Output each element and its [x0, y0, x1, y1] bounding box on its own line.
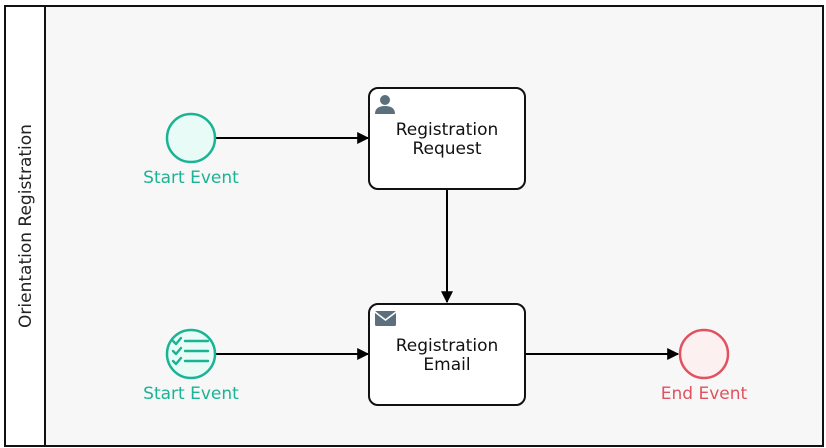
envelope-icon [374, 311, 397, 326]
start-event-bottom-label: Start Event [143, 384, 239, 404]
start-event-top[interactable]: Start Event [143, 112, 239, 188]
task-request-line2: Request [412, 139, 481, 159]
start-event-bottom[interactable]: Start Event [143, 328, 239, 404]
end-event[interactable]: End Event [661, 328, 748, 404]
end-event-label: End Event [661, 384, 748, 404]
start-event-top-label: Start Event [143, 168, 239, 188]
checklist-icon [171, 336, 210, 366]
task-request-line1: Registration [396, 120, 499, 140]
task-registration-email[interactable]: Registration Email [368, 303, 526, 406]
task-email-line1: Registration [396, 336, 499, 356]
pool-label: Orientation Registration [16, 124, 36, 328]
user-icon [375, 95, 395, 114]
task-registration-request[interactable]: Registration Request [368, 87, 526, 190]
task-email-line2: Email [423, 355, 470, 375]
